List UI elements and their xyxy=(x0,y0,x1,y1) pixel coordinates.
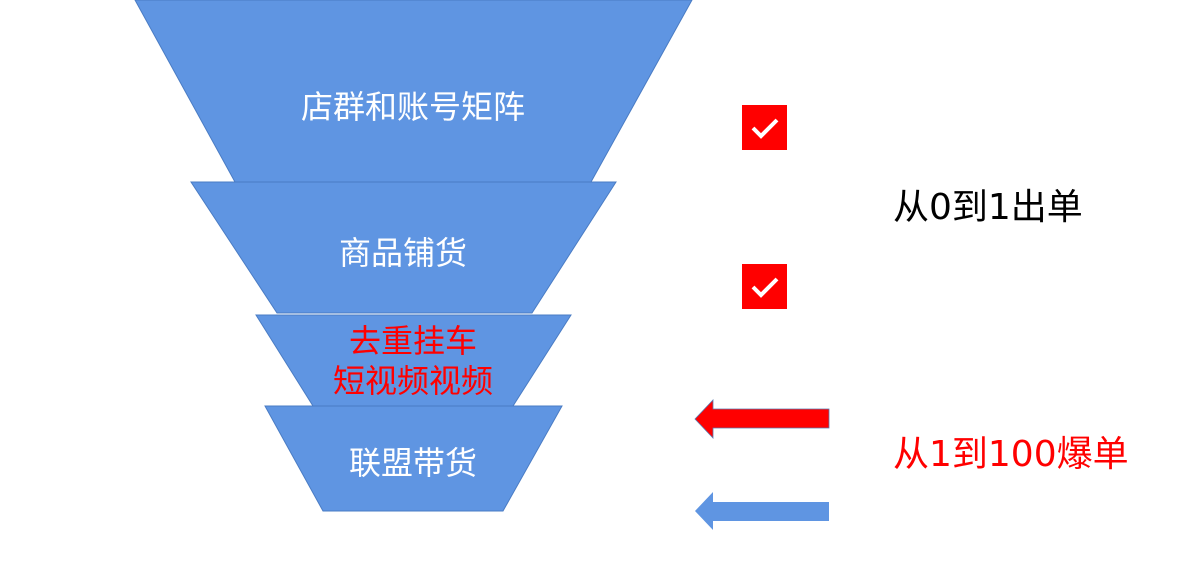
check-icon xyxy=(742,264,787,309)
funnel-stage-2 xyxy=(190,181,617,314)
funnel-stage-4-label: 联盟带货 xyxy=(348,444,478,482)
funnel-stage-3-label-line2: 短视频视频 xyxy=(332,362,494,400)
funnel-stage-4 xyxy=(264,405,563,512)
phase-2-annotation: 从1到100爆单 xyxy=(893,434,1129,475)
funnel-stage-2-label: 商品铺货 xyxy=(338,234,468,272)
phase-1-annotation: 从0到1出单 xyxy=(893,187,1083,228)
left-arrow-blue-icon xyxy=(695,492,829,530)
funnel-stage-3-label-line1: 去重挂车 xyxy=(348,322,478,360)
left-arrow-red-icon xyxy=(694,398,830,440)
funnel-stage-1-label: 店群和账号矩阵 xyxy=(300,88,526,126)
check-icon xyxy=(742,105,787,150)
